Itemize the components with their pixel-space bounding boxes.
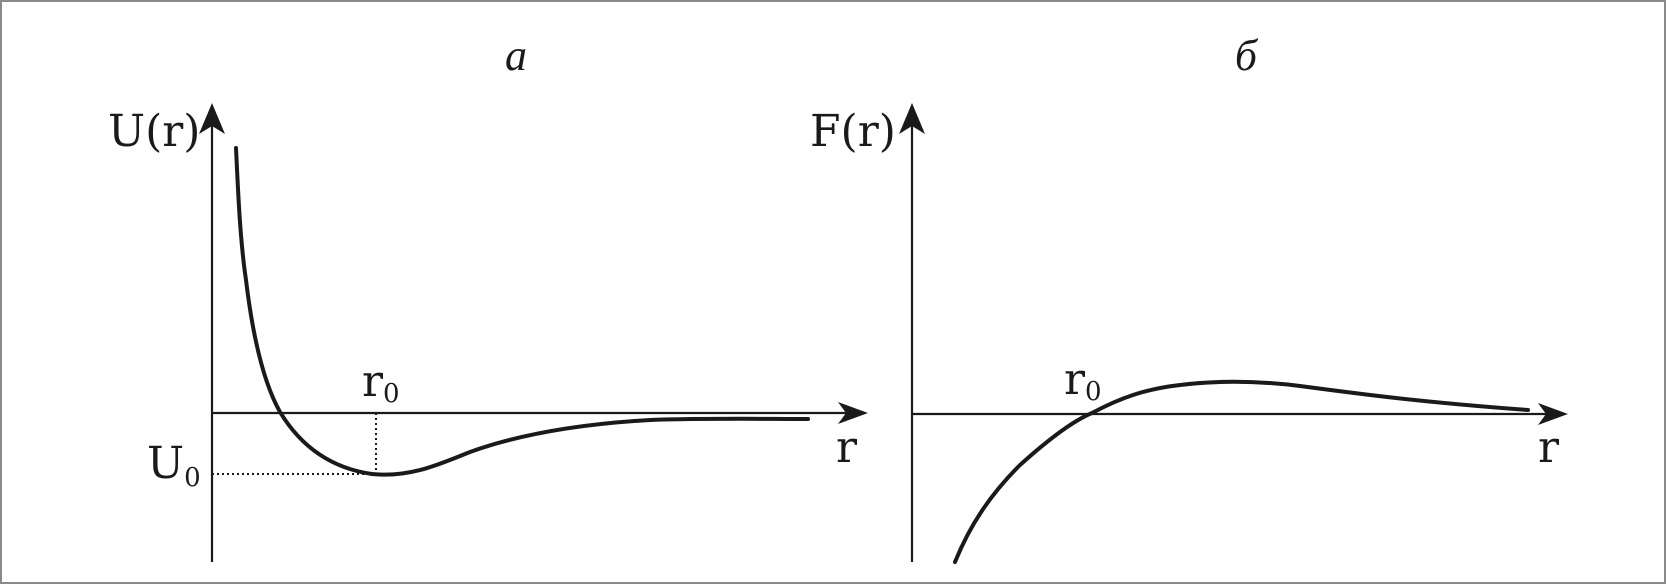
panel-b-x-axis-label: r xyxy=(1538,422,1560,473)
panel-b-y-axis-label-symbol: F xyxy=(810,106,841,157)
panel-a-y-axis-arrow-icon xyxy=(199,103,225,134)
panel-a-u0-label: U0 xyxy=(147,438,201,493)
panel-a-r0-label: r0 xyxy=(362,356,400,409)
panel-b-force-curve xyxy=(953,379,1530,564)
panel-a-y-axis-label-symbol: U xyxy=(108,106,145,157)
panel-a: a U(r) r r0 U0 xyxy=(108,31,868,562)
panel-b-y-axis-label: F(r) xyxy=(810,106,896,157)
panel-b-y-axis-label-arg: (r) xyxy=(841,106,896,157)
panel-a-y-axis-label-arg: (r) xyxy=(145,106,200,157)
panel-b-x-axis-arrow-icon xyxy=(1538,403,1568,425)
panel-a-x-axis-arrow-icon xyxy=(838,402,868,424)
panel-b-y-axis-arrow-icon xyxy=(899,103,925,134)
panel-b-r0-symbol: r xyxy=(1064,354,1086,405)
panel-a-u0-subscript: 0 xyxy=(184,463,201,493)
panel-b-label: б xyxy=(1235,31,1259,80)
panel-a-r0-symbol: r xyxy=(362,356,384,407)
panel-a-label: a xyxy=(505,31,527,80)
panel-b: б F(r) r r0 xyxy=(810,31,1568,564)
panel-a-x-axis-label: r xyxy=(836,422,858,473)
panel-a-potential-curve xyxy=(234,146,810,477)
panel-b-r0-label: r0 xyxy=(1064,354,1102,407)
panel-b-r0-subscript: 0 xyxy=(1085,377,1102,407)
panel-a-r0-subscript: 0 xyxy=(383,379,400,409)
panel-a-y-axis-label: U(r) xyxy=(108,106,200,157)
panel-a-u0-symbol: U xyxy=(147,438,184,489)
